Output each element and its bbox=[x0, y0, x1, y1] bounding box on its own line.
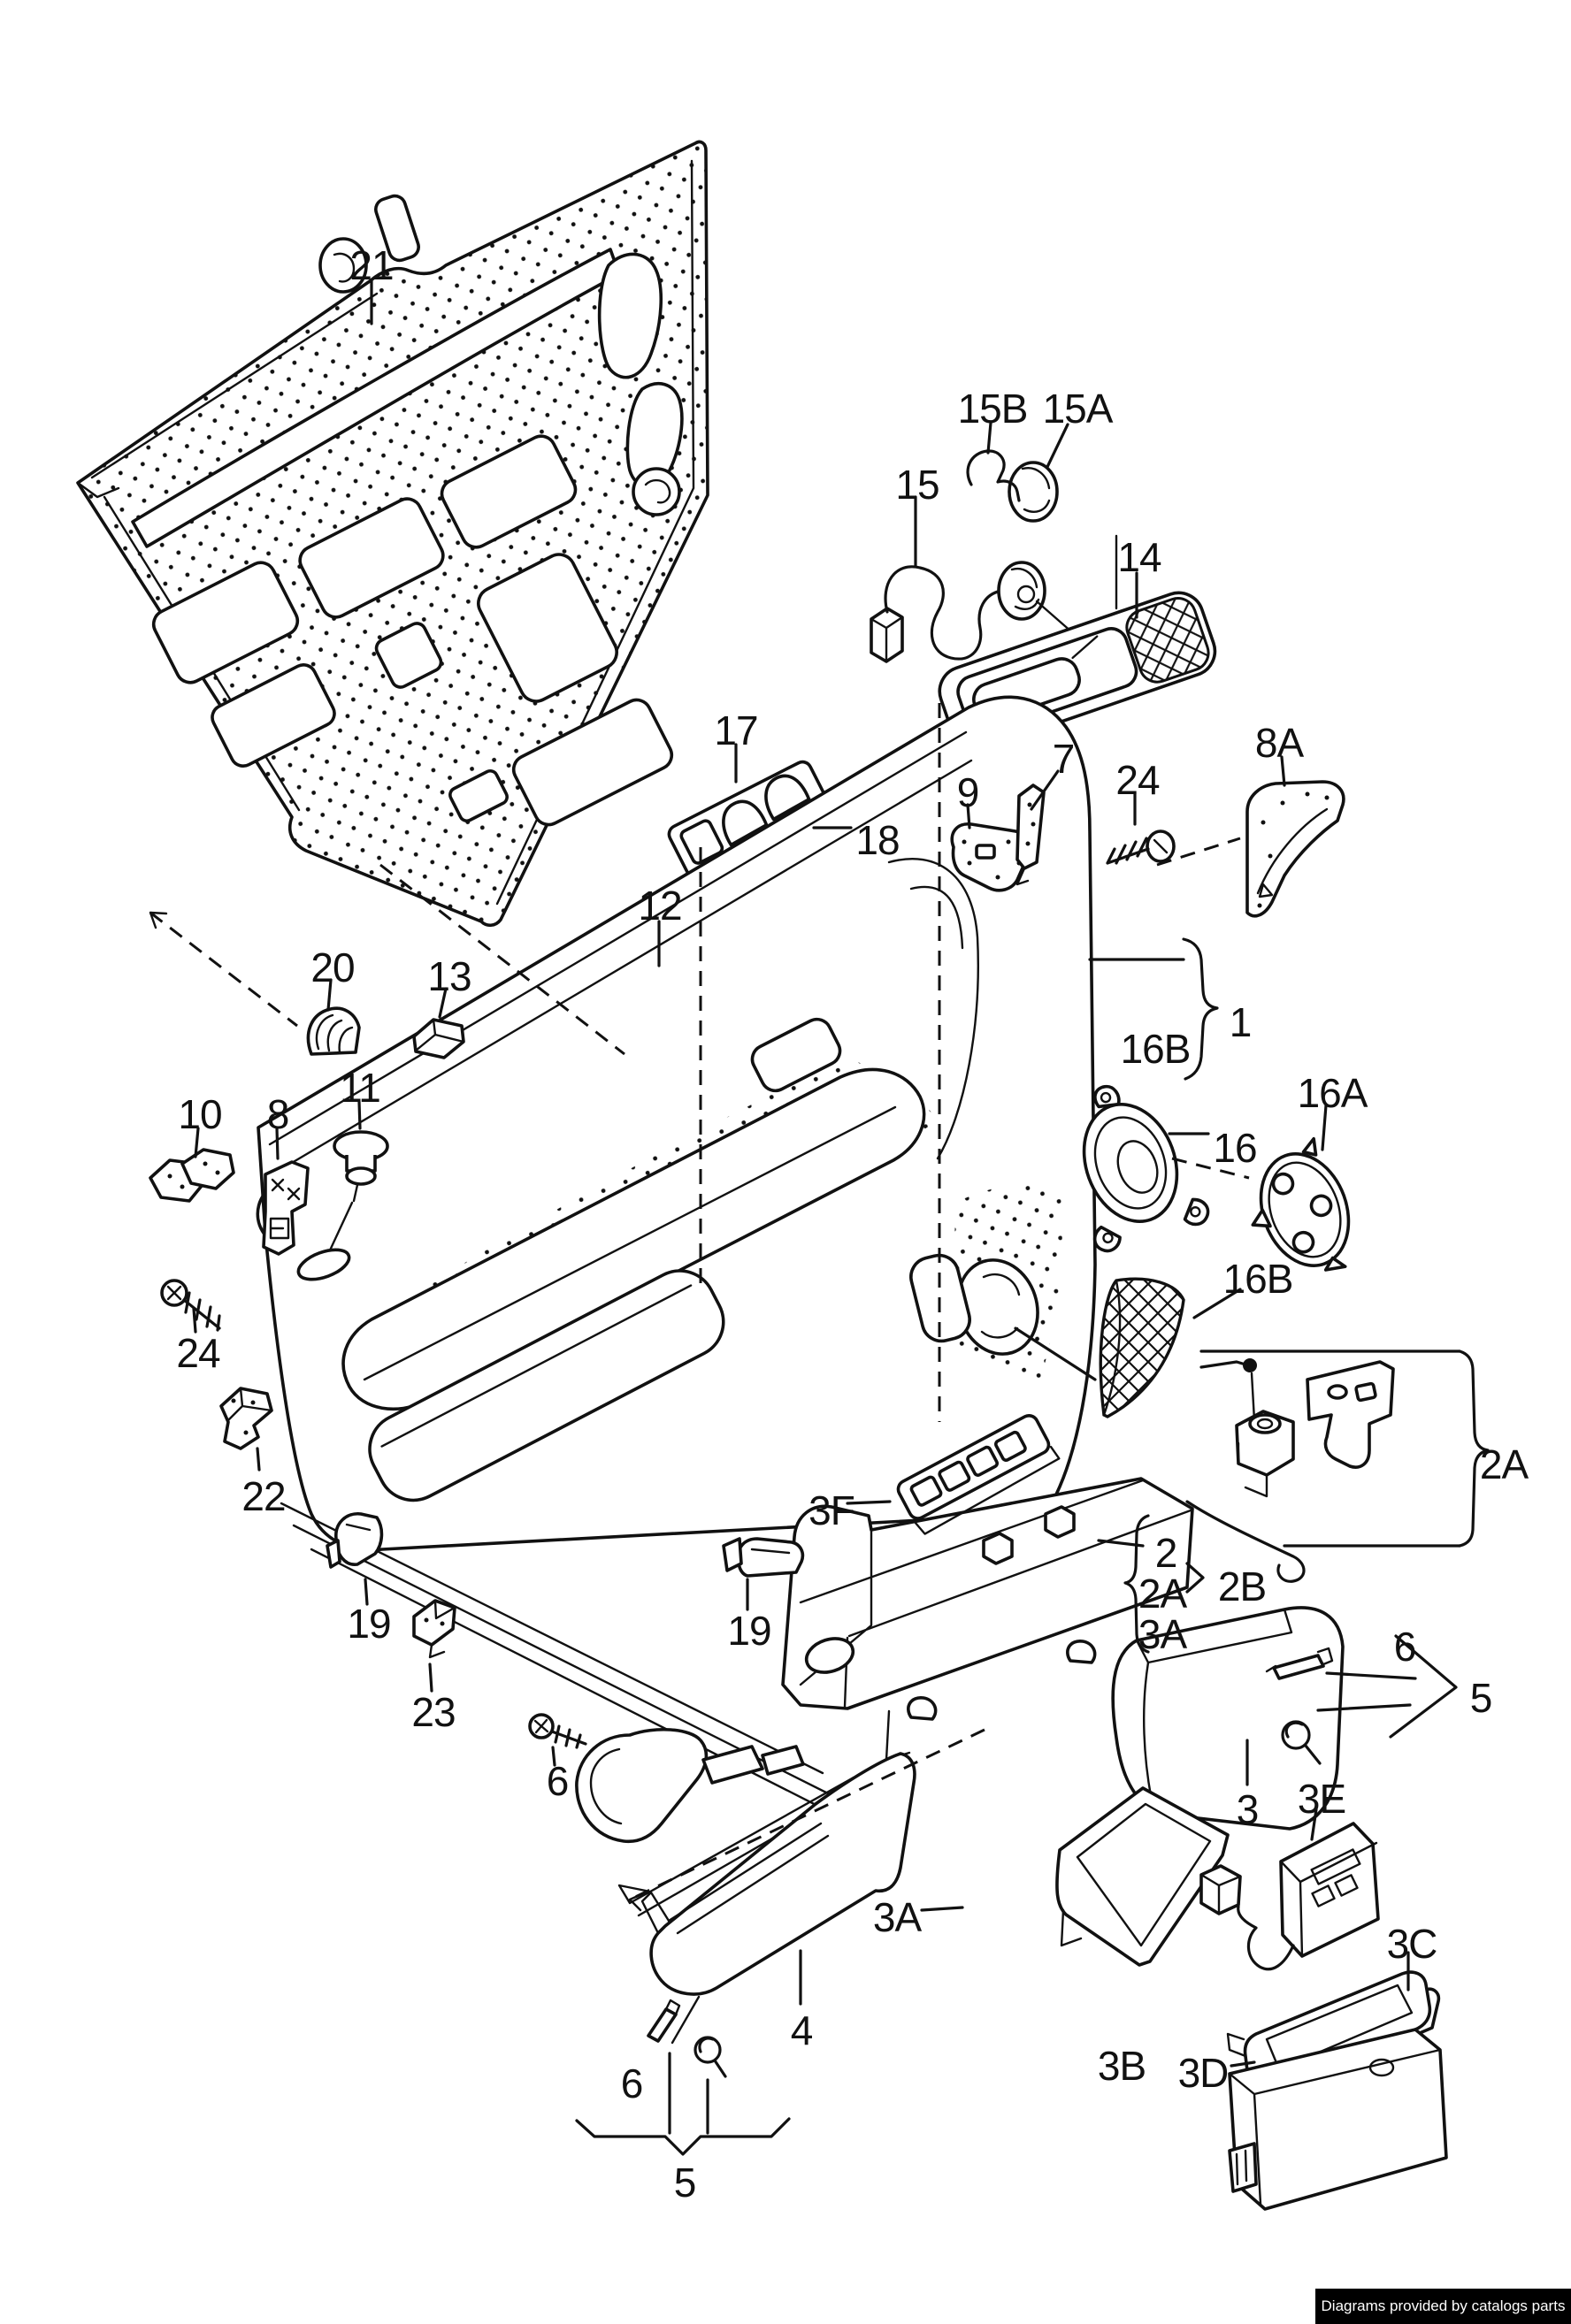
part-label-15B: 15B bbox=[958, 386, 1028, 432]
part-label-6: 6 bbox=[1394, 1624, 1416, 1670]
corner-bracket-8a bbox=[1245, 780, 1345, 918]
part-label-16: 16 bbox=[1213, 1125, 1256, 1171]
credit-text: Diagrams provided by catalogs parts bbox=[1321, 2297, 1566, 2314]
spring-bottom bbox=[694, 2036, 727, 2078]
part-label-5: 5 bbox=[674, 2160, 696, 2206]
mirror-corner-mesh-trim bbox=[1099, 1277, 1185, 1418]
screw-6-bottom bbox=[528, 1713, 587, 1749]
leader-lines bbox=[192, 279, 1410, 2135]
lock-knob-escutcheon bbox=[950, 822, 1032, 892]
fastener-group-2a bbox=[1185, 1349, 1490, 1583]
clip-22 bbox=[219, 1387, 273, 1450]
part-label-16B: 16B bbox=[1223, 1256, 1293, 1302]
part-label-11: 11 bbox=[340, 1065, 380, 1111]
part-label-3A: 3A bbox=[1138, 1611, 1188, 1657]
part-label-3: 3 bbox=[1237, 1786, 1259, 1832]
part-label-6: 6 bbox=[621, 2060, 643, 2106]
part-label-10: 10 bbox=[178, 1091, 221, 1137]
credit-bar: Diagrams provided by catalogs parts bbox=[1315, 2289, 1571, 2324]
grommet-20 bbox=[306, 1006, 361, 1056]
screw-left bbox=[160, 1279, 221, 1332]
part-label-5: 5 bbox=[1470, 1675, 1492, 1721]
spring-right bbox=[1281, 1720, 1322, 1765]
part-label-3B: 3B bbox=[1098, 2043, 1146, 2089]
part-label-3A: 3A bbox=[873, 1894, 923, 1940]
rivet-11 bbox=[296, 1130, 389, 1281]
part-label-1: 1 bbox=[1230, 999, 1252, 1045]
control-module-3e bbox=[1199, 1822, 1380, 1971]
courtesy-light-wiring bbox=[870, 449, 1118, 671]
housing-3b bbox=[1228, 2028, 1448, 2211]
part-label-2B: 2B bbox=[1218, 1563, 1266, 1609]
part-label-8A: 8A bbox=[1255, 720, 1305, 766]
brace-1 bbox=[1182, 937, 1219, 1081]
gasket-strip bbox=[1015, 784, 1046, 886]
part-label-2A: 2A bbox=[1138, 1571, 1188, 1617]
part-label-16A: 16A bbox=[1298, 1070, 1368, 1116]
screw-upper bbox=[1106, 829, 1176, 865]
part-label-3E: 3E bbox=[1298, 1776, 1345, 1822]
part-label-3F: 3F bbox=[808, 1487, 854, 1533]
clip-23 bbox=[412, 1599, 456, 1659]
part-label-2A: 2A bbox=[1480, 1441, 1529, 1487]
part-label-13: 13 bbox=[427, 953, 471, 999]
part-label-24: 24 bbox=[176, 1330, 220, 1376]
bulb-holder-clip bbox=[966, 449, 1021, 502]
wire-link-2b bbox=[1185, 1500, 1306, 1583]
part-label-12: 12 bbox=[638, 883, 681, 929]
part-label-22: 22 bbox=[241, 1473, 285, 1519]
part-label-6: 6 bbox=[547, 1758, 569, 1804]
part-label-19: 19 bbox=[347, 1601, 390, 1647]
part-label-15A: 15A bbox=[1043, 386, 1114, 432]
part-label-7: 7 bbox=[1053, 736, 1075, 782]
bracket-5-bottom bbox=[575, 2117, 791, 2156]
brace-2-2a-3a bbox=[1123, 1514, 1150, 1654]
pull-handle-6 bbox=[575, 1727, 805, 1844]
part-label-2: 2 bbox=[1155, 1530, 1177, 1576]
speaker-cover bbox=[1251, 1136, 1351, 1272]
brace-2a bbox=[1458, 1349, 1490, 1548]
angle-2a-2b bbox=[1185, 1562, 1205, 1594]
clip-10 bbox=[149, 1148, 235, 1203]
part-label-21: 21 bbox=[349, 242, 393, 288]
bracket-5-right bbox=[1389, 1634, 1458, 1739]
speaker bbox=[1082, 1084, 1210, 1253]
part-label-3D: 3D bbox=[1178, 2050, 1229, 2096]
part-label-19: 19 bbox=[727, 1608, 770, 1654]
switch-trim-strip-3f bbox=[896, 1413, 1061, 1535]
lock-pin-bottom bbox=[647, 1995, 701, 2045]
window-switch-bank bbox=[667, 760, 832, 885]
clip-19-left bbox=[326, 1512, 384, 1569]
part-label-9: 9 bbox=[957, 769, 979, 815]
part-label-18: 18 bbox=[855, 817, 899, 863]
part-label-15: 15 bbox=[895, 462, 939, 508]
clip-19-center bbox=[722, 1537, 805, 1578]
storage-bin-3a bbox=[1055, 1786, 1230, 1967]
insulation-panel bbox=[76, 140, 709, 928]
armrest-base bbox=[781, 1477, 1194, 1762]
part-label-3C: 3C bbox=[1387, 1921, 1437, 1967]
part-label-4: 4 bbox=[791, 2007, 813, 2053]
part-label-23: 23 bbox=[411, 1689, 455, 1735]
lock-pin-right bbox=[1265, 1647, 1334, 1680]
part-label-17: 17 bbox=[714, 707, 757, 753]
braces bbox=[575, 937, 1458, 2156]
door-trim-panel bbox=[257, 695, 1097, 1819]
bracket-8 bbox=[262, 1160, 310, 1256]
dashed-lines bbox=[149, 703, 1250, 1912]
part-label-20: 20 bbox=[310, 944, 354, 990]
part-label-24: 24 bbox=[1115, 757, 1160, 803]
part-label-16B: 16B bbox=[1121, 1026, 1191, 1072]
clip-13 bbox=[412, 1018, 465, 1059]
part-label-8: 8 bbox=[267, 1091, 289, 1137]
part-label-14: 14 bbox=[1117, 534, 1161, 580]
